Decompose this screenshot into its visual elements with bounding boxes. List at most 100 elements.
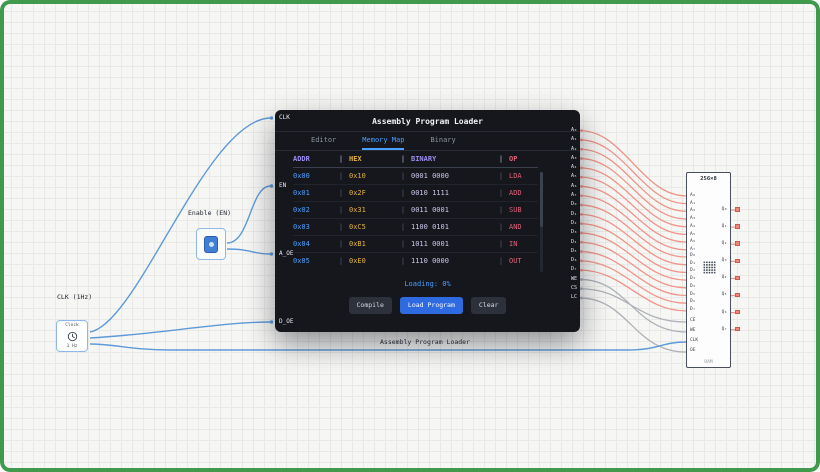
memory-table-row: 0x05 | 0xE0 | 1110 0000 | OUT <box>293 253 538 268</box>
output-pin-label: A₄ <box>570 164 577 171</box>
memory-table-row: 0x04 | 0xB1 | 1011 0001 | IN <box>293 236 538 253</box>
cell-binary: 0010 1111 <box>411 189 449 197</box>
output-led[interactable] <box>735 224 740 229</box>
cell-hex: 0x2F <box>349 189 366 197</box>
wire-label: Assembly Program Loader <box>380 338 471 346</box>
memory-grid-icon <box>703 261 716 274</box>
table-scrollbar[interactable] <box>540 172 543 272</box>
scrollbar-thumb[interactable] <box>540 172 543 227</box>
panel-title: Assembly Program Loader <box>275 110 580 132</box>
cell-separator: | <box>400 257 406 265</box>
tab-bar: Editor Memory Map Binary <box>275 132 580 151</box>
ram-pin-label: A₅ <box>690 231 696 237</box>
ram-pin-label: D₇ <box>690 306 696 312</box>
led-slot <box>735 321 740 338</box>
ram-pin-label: WE <box>690 328 696 333</box>
output-pin-label: A₂ <box>570 145 577 152</box>
led-slot <box>735 252 740 269</box>
cell-separator: | <box>400 189 406 197</box>
header-separator: | <box>338 155 344 163</box>
output-pin-label: D₂ <box>570 219 577 226</box>
input-port-d-oe: D_OE <box>279 318 294 325</box>
ram-pin-label: Q₀ <box>721 207 727 212</box>
cell-hex: 0xB1 <box>349 240 366 248</box>
output-pin-label: D₁ <box>570 210 577 217</box>
cell-separator: | <box>400 240 406 248</box>
assembly-loader-panel[interactable]: Assembly Program Loader Editor Memory Ma… <box>275 110 580 332</box>
loading-status: Loading: 0% <box>404 280 451 288</box>
cell-separator: | <box>498 172 504 180</box>
compile-button[interactable]: Compile <box>348 297 392 314</box>
memory-table-row: 0x02 | 0x31 | 0011 0001 | SUB <box>293 202 538 219</box>
cell-addr: 0x02 <box>293 206 310 214</box>
cell-addr: 0x03 <box>293 223 310 231</box>
cell-op: AND <box>509 223 522 231</box>
ram-pin-label: CLK <box>690 338 699 343</box>
cell-hex: 0x31 <box>349 206 366 214</box>
tab-editor[interactable]: Editor <box>311 136 337 144</box>
output-pin-label: LC <box>570 294 577 301</box>
cell-hex: 0xE0 <box>349 257 366 265</box>
cell-binary: 0001 0000 <box>411 172 449 180</box>
header-addr: ADDR <box>293 155 310 163</box>
output-pin-label: A₇ <box>570 192 577 199</box>
cell-hex: 0xC5 <box>349 223 366 231</box>
tab-memory-map[interactable]: Memory Map <box>362 132 405 150</box>
input-port-clk: CLK <box>279 114 290 121</box>
ram-pin-label: Q₆ <box>721 309 727 315</box>
output-led[interactable] <box>735 292 740 298</box>
header-separator: | <box>400 155 406 163</box>
output-led[interactable] <box>735 258 740 264</box>
cell-addr: 0x05 <box>293 257 310 265</box>
cell-op: ADD <box>509 189 522 197</box>
output-pin-label: CS <box>570 285 577 292</box>
led-slot <box>735 218 740 235</box>
push-button-component[interactable] <box>196 228 226 260</box>
cell-op: LDA <box>509 172 522 180</box>
ram-pin-label: Q₁ <box>721 224 727 230</box>
tab-binary[interactable]: Binary <box>430 136 456 144</box>
clock-name: Clock <box>65 323 79 328</box>
cell-addr: 0x04 <box>293 240 310 248</box>
output-pin-label: A₃ <box>570 154 577 161</box>
clock-label: CLK (1Hz) <box>57 293 93 301</box>
header-binary: BINARY <box>411 155 437 163</box>
cell-separator: | <box>400 172 406 180</box>
cell-op: OUT <box>509 257 522 265</box>
ram-label: RAM <box>704 360 713 365</box>
led-slot <box>735 286 740 303</box>
output-pin-label: D₇ <box>570 266 577 273</box>
input-port-a-oe: A_OE <box>279 250 294 257</box>
output-led[interactable] <box>735 241 740 246</box>
cell-addr: 0x00 <box>293 172 310 180</box>
ram-pin-label: OE <box>690 348 696 353</box>
output-led[interactable] <box>735 326 740 332</box>
clock-icon <box>67 331 77 341</box>
ram-pin-label: A₀ <box>690 193 696 198</box>
push-button-icon[interactable] <box>204 235 218 253</box>
clear-button[interactable]: Clear <box>470 297 507 314</box>
ram-pin-label: A₇ <box>690 246 696 252</box>
output-pin-label: D₃ <box>570 229 577 236</box>
cell-separator: | <box>498 240 504 248</box>
cell-separator: | <box>498 206 504 214</box>
enable-label: Enable (EN) <box>188 209 232 217</box>
cell-binary: 1110 0000 <box>411 257 449 265</box>
output-pin-label: D₀ <box>570 201 577 208</box>
cell-separator: | <box>498 257 504 265</box>
output-led[interactable] <box>735 275 740 281</box>
output-led[interactable] <box>735 309 740 315</box>
output-led[interactable] <box>735 207 740 212</box>
cell-separator: | <box>338 189 344 197</box>
led-slot <box>735 304 740 321</box>
output-pin-label: D₅ <box>570 247 577 254</box>
ram-pin-label: D₂ <box>690 268 696 274</box>
memory-table-body[interactable]: 0x00 | 0x10 | 0001 0000 | LDA 0x01 | 0x2… <box>293 168 538 268</box>
load-program-button[interactable]: Load Program <box>399 297 463 314</box>
clock-frequency: 1 Hz <box>66 344 78 349</box>
clock-component[interactable]: Clock 1 Hz <box>56 320 88 352</box>
